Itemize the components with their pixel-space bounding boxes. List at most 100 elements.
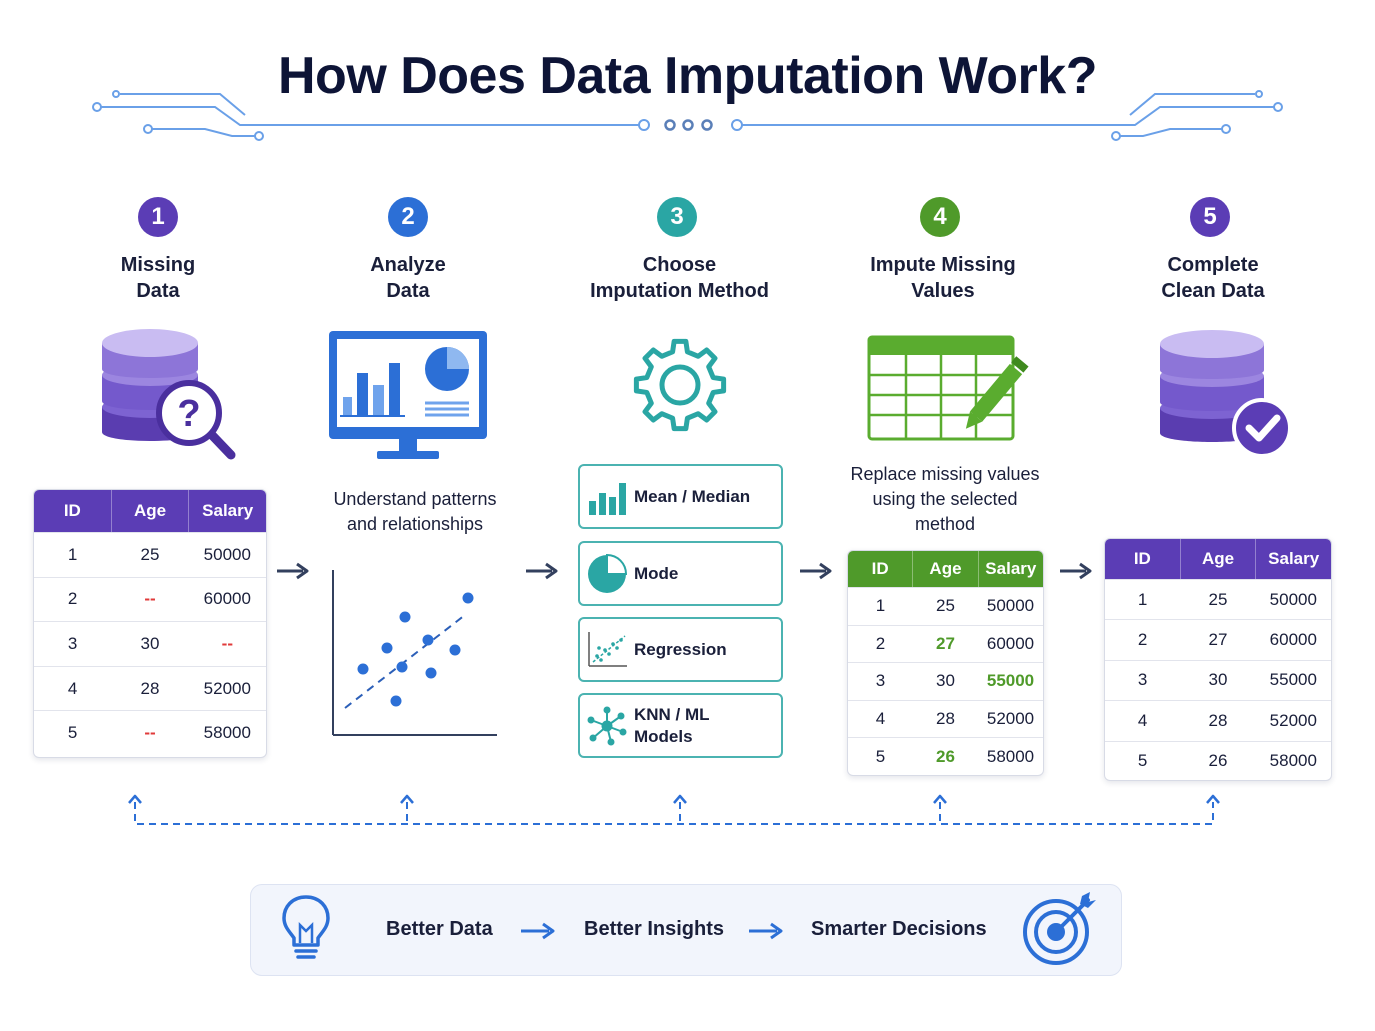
table-cell: 1 — [875, 596, 886, 616]
step-2-title: Analyze Data — [288, 252, 528, 304]
table-cell: 2 — [875, 633, 886, 653]
step-3-title-line1: Choose — [642, 254, 717, 276]
impute-description: Replace missing values using the selecte… — [830, 462, 1060, 537]
table-cell: 3 — [875, 671, 886, 691]
table-row: 5 26 58000 — [1105, 740, 1331, 780]
table-row: 5--58000 — [34, 710, 266, 755]
table-cell: -- — [144, 589, 156, 609]
step-5-number: 5 — [1190, 197, 1230, 237]
table-cell: 50000 — [986, 596, 1035, 616]
table-row: 5 26 58000 — [848, 737, 1043, 775]
step-5-title-line2: Clean Data — [1161, 280, 1265, 302]
method-knn-ml[interactable]: KNN / ML Models — [578, 693, 783, 758]
table-cell: 5 — [875, 746, 886, 766]
page-title: How Does Data Imputation Work? — [278, 47, 1097, 105]
table-cell: 55000 — [1269, 670, 1317, 690]
step-3-number: 3 — [657, 197, 697, 237]
feedback-loop-dashed — [128, 794, 1220, 825]
bottom-banner — [250, 884, 1122, 976]
step-1-title-line2: Data — [136, 280, 180, 302]
method-mode[interactable]: Mode — [578, 541, 783, 606]
gear-icon — [633, 338, 727, 432]
table-header-cell: Age — [1179, 539, 1256, 579]
table-cell: 30 — [140, 633, 160, 653]
table-cell: 60000 — [203, 589, 251, 609]
lightbulb-icon — [282, 895, 330, 959]
database-check-icon — [1160, 330, 1292, 456]
table-cell: 5 — [67, 723, 78, 743]
method-label-line1: KNN / ML — [634, 704, 710, 724]
table-cell: 26 — [1208, 751, 1228, 771]
step-4-title-line1: Impute Missing — [870, 254, 1016, 276]
analyze-description: Understand patterns and relationships — [305, 487, 525, 537]
banner-better-insights: Better Insights — [584, 918, 725, 940]
table-header-cell: ID — [871, 559, 889, 578]
step-2-title-line1: Analyze — [370, 254, 446, 276]
table-cell: 26 — [936, 746, 955, 766]
table-cell: 5 — [1137, 751, 1148, 771]
circuit-decoration — [92, 90, 1283, 141]
impute-description-line3: method — [914, 514, 976, 534]
step-4-title-line2: Values — [911, 280, 975, 302]
impute-description-line1: Replace missing values — [850, 464, 1040, 484]
table-header-cell: Salary — [977, 551, 1043, 587]
table-cell: 60000 — [1269, 630, 1317, 650]
analyze-description-line2: and relationships — [346, 514, 484, 534]
monitor-chart-icon — [329, 331, 487, 459]
scatter-analysis-chart — [332, 570, 497, 736]
table-cell: -- — [221, 633, 233, 653]
step-4-number: 4 — [920, 197, 960, 237]
table-row: 2 -- 60000 — [34, 576, 266, 622]
table-cell: 25 — [936, 596, 955, 616]
table-row: 4 28 52000 — [34, 665, 266, 711]
analyze-description-line1: Understand patterns — [333, 489, 497, 509]
database-question-icon: ? — [102, 329, 236, 460]
flow-arrow-3 — [800, 562, 832, 580]
table-cell: 2 — [67, 589, 78, 609]
step-1-number: 1 — [138, 197, 178, 237]
table-cell: 25 — [1208, 589, 1228, 609]
table-cell: 55000 — [986, 671, 1035, 691]
table-cell: 58000 — [986, 746, 1035, 766]
method-label: Mode — [634, 563, 679, 583]
flow-arrow-2 — [526, 562, 558, 580]
step-2-title-line2: Data — [386, 280, 430, 302]
table-cell: 30 — [936, 671, 955, 691]
table-cell: 58000 — [1269, 751, 1317, 771]
table-cell: 52000 — [986, 709, 1035, 729]
bar-chart-icon — [589, 482, 626, 515]
table-cell: 58000 — [203, 723, 251, 743]
method-mean-median[interactable]: Mean / Median — [578, 464, 783, 529]
table-cell: 28 — [140, 678, 160, 698]
table-cell: 3 — [1137, 670, 1148, 690]
step-1-title-line1: Missing — [120, 254, 196, 276]
table-header-cell: Salary — [1255, 539, 1331, 579]
table-header-cell: Salary — [188, 490, 266, 532]
method-regression[interactable]: Regression — [578, 617, 783, 682]
step-1-title: Missing Data — [38, 252, 278, 304]
table-cell: 4 — [67, 678, 78, 698]
step-5-title-line1: Complete — [1167, 254, 1259, 276]
table-cell: 28 — [936, 709, 955, 729]
banner-smarter-decisions: Smarter Decisions — [811, 918, 987, 940]
table-cell: 2 — [1137, 630, 1148, 650]
table-cell: 4 — [1137, 710, 1148, 730]
table-header-cell: Age — [912, 551, 977, 587]
table-header-cell: ID — [1133, 549, 1151, 568]
table-cell: 50000 — [1269, 589, 1317, 609]
step-4-title: Impute Missing Values — [823, 252, 1063, 304]
table-header-cell: Age — [110, 490, 189, 532]
pie-chart-icon — [588, 553, 628, 593]
spreadsheet-pencil-icon — [867, 335, 1029, 441]
table-cell: 52000 — [203, 678, 251, 698]
